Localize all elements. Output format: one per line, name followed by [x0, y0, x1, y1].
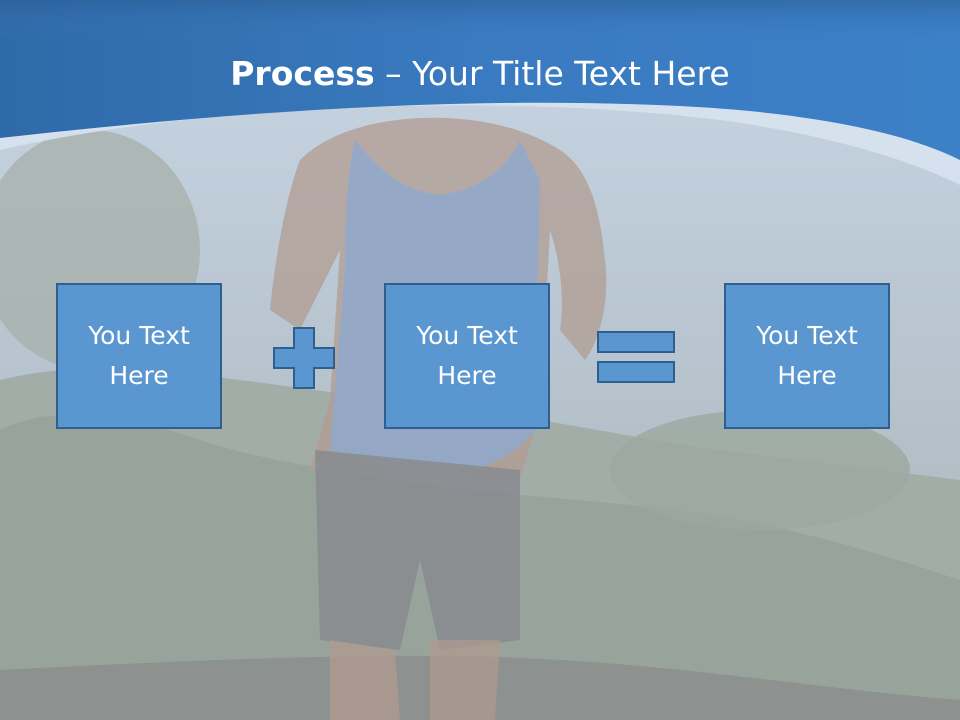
title-bold: Process — [230, 54, 375, 93]
text-box-2-line2: Here — [437, 361, 497, 390]
text-box-2-content: You Text Here — [416, 316, 518, 396]
text-box-3-line1: You Text — [756, 321, 858, 350]
text-box-1[interactable]: You Text Here — [56, 283, 222, 429]
text-box-2-line1: You Text — [416, 321, 518, 350]
plus-icon — [273, 327, 335, 389]
text-box-1-content: You Text Here — [88, 316, 190, 396]
text-box-3-content: You Text Here — [756, 316, 858, 396]
equals-icon — [597, 331, 675, 383]
title-rest: Your Title Text Here — [412, 54, 730, 93]
text-box-1-line1: You Text — [88, 321, 190, 350]
text-box-3-line2: Here — [777, 361, 837, 390]
title-dash: – — [374, 54, 413, 93]
text-box-2[interactable]: You Text Here — [384, 283, 550, 429]
text-box-3[interactable]: You Text Here — [724, 283, 890, 429]
text-box-1-line2: Here — [109, 361, 169, 390]
slide-title: Process – Your Title Text Here — [0, 52, 960, 96]
